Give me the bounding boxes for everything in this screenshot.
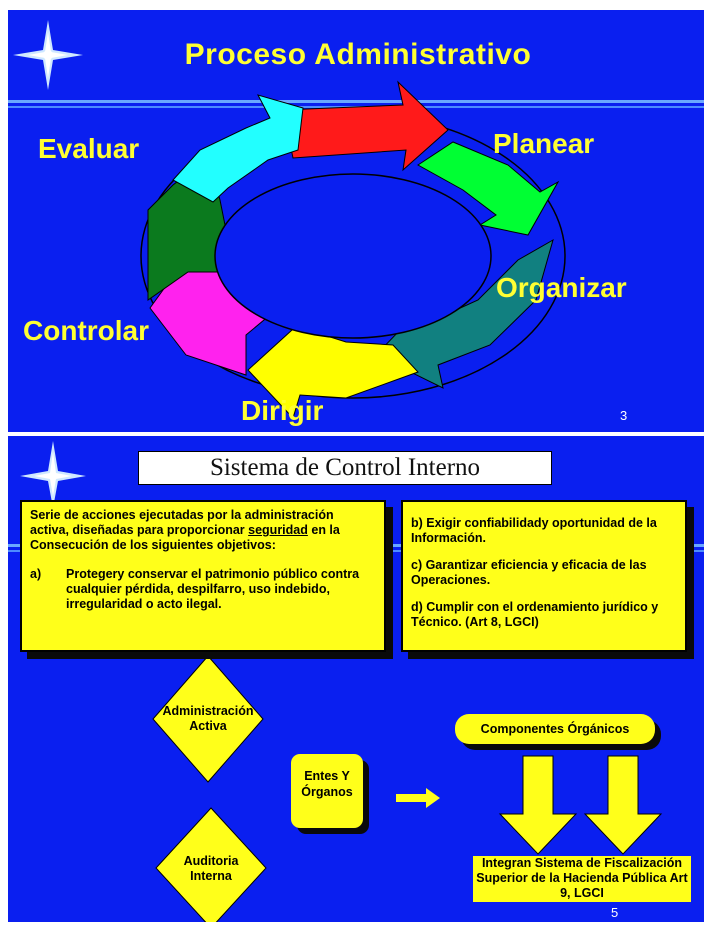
star-sparkle-icon <box>20 441 86 508</box>
objective-c: c) Garantizar eficiencia y eficacia de l… <box>411 558 647 587</box>
slide-sistema-control-interno: Sistema de Control Interno Serie de acci… <box>8 436 704 922</box>
stage-evaluar: Evaluar <box>38 133 140 164</box>
objective-b: b) Exigir confiabilidady oportunidad de … <box>411 516 657 545</box>
green-arrow <box>417 141 560 236</box>
objectives-box: Serie de acciones ejecutadas por la admi… <box>20 500 386 652</box>
page-number: 3 <box>620 408 628 423</box>
cyan-arrow <box>172 94 304 203</box>
red-arrow <box>282 80 449 172</box>
decor-stripe <box>8 100 704 103</box>
down-arrow-left-icon <box>498 755 578 855</box>
entes-organos-box: Entes Y Órganos <box>291 754 363 828</box>
stage-organizar: Organizar <box>496 272 627 303</box>
administracion-activa-label: Administración Activa <box>162 704 254 733</box>
stage-dirigir: Dirigir <box>241 395 324 426</box>
right-arrow-icon <box>396 788 440 808</box>
objective-a-label: a) <box>30 567 42 581</box>
stage-controlar: Controlar <box>23 315 149 346</box>
slide-title: Proceso Administrativo <box>184 38 532 71</box>
objectives-right-box: b) Exigir confiabilidady oportunidad de … <box>401 500 687 652</box>
objective-a-text: Protegery conservar el patrimonio públic… <box>66 567 360 611</box>
cycle-center <box>214 173 492 339</box>
slide2-decor <box>8 441 704 922</box>
yellow-arrow <box>247 319 419 419</box>
star-sparkle-icon <box>13 20 83 90</box>
diamond-auditoria <box>155 807 267 922</box>
stage-planear: Planear <box>493 128 595 159</box>
componentes-organicos-box: Componentes Órgánicos <box>455 714 655 744</box>
diamond-administracion <box>152 655 264 783</box>
slide-title: Sistema de Control Interno <box>138 451 552 485</box>
auditoria-interna-label: Auditoria Interna <box>183 854 239 883</box>
cycle-diagram <box>8 20 704 419</box>
page-number: 5 <box>611 905 619 920</box>
slide-proceso-administrativo: Proceso Administrativo Evaluar Planear O… <box>8 10 704 432</box>
down-arrow-right-icon <box>583 755 663 855</box>
integran-sistema-box: Integran Sistema de Fiscalización Superi… <box>473 856 691 902</box>
objective-a: a) Protegery conservar el patrimonio púb… <box>22 553 384 612</box>
objectives-intro: Serie de acciones ejecutadas por la admi… <box>30 508 340 552</box>
objective-d: d) Cumplir con el ordenamiento jurídico … <box>411 600 659 629</box>
